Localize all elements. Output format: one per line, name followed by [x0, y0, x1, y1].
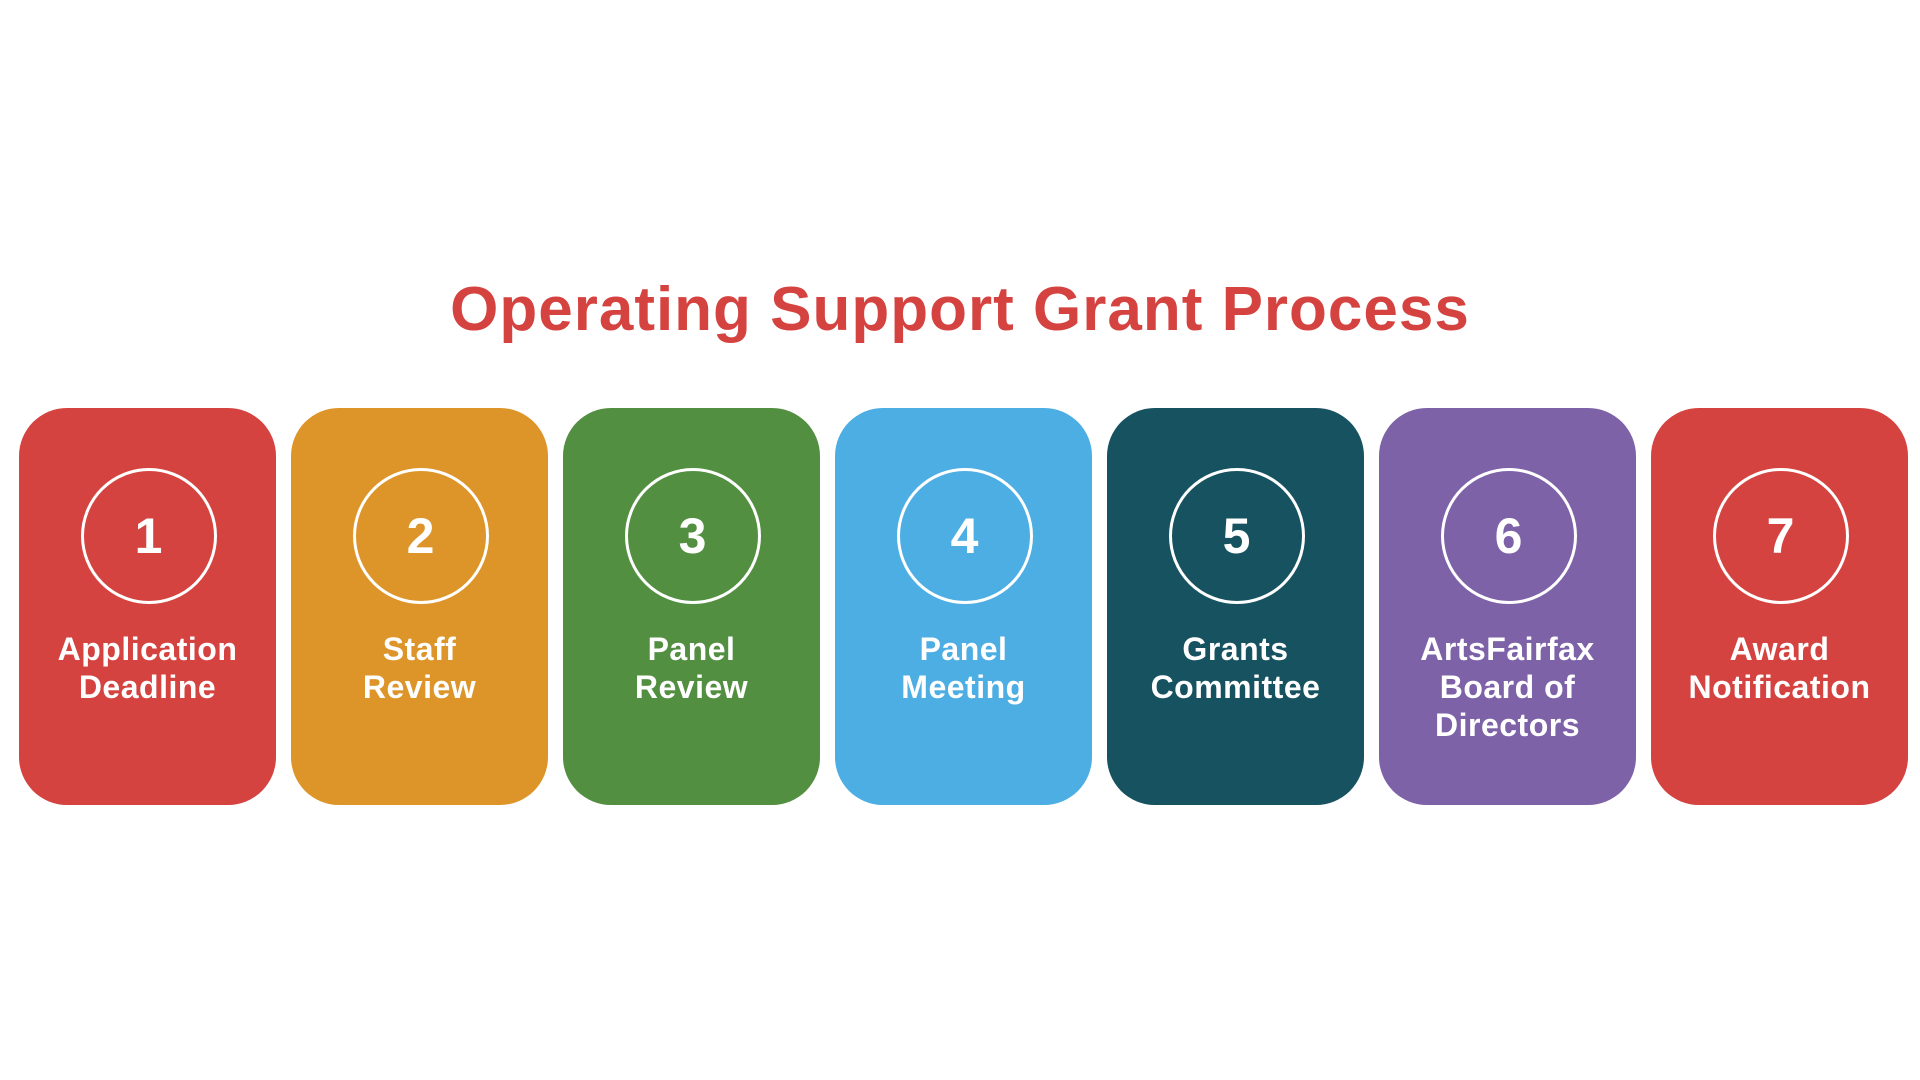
step-label-line: Grants	[1182, 631, 1289, 667]
step-label-line: Board of	[1439, 669, 1576, 705]
steps-row: 1 Application Deadline 2 Staff Review 3 …	[19, 408, 1908, 805]
step-card-1: 1 Application Deadline	[19, 408, 276, 805]
step-number-circle: 1	[80, 468, 217, 604]
step-label: Panel Review	[563, 630, 820, 706]
step-label: Staff Review	[291, 630, 548, 706]
step-label-line: ArtsFairfax	[1420, 631, 1595, 667]
step-label-line: Directors	[1435, 707, 1580, 743]
step-label-line: Panel	[647, 631, 736, 667]
step-label-line: Application	[57, 631, 238, 667]
step-label: Application Deadline	[19, 630, 276, 706]
step-label: Panel Meeting	[835, 630, 1092, 706]
step-number-circle: 7	[1712, 468, 1849, 604]
step-card-4: 4 Panel Meeting	[835, 408, 1092, 805]
step-label-line: Committee	[1150, 669, 1321, 705]
step-label: Grants Committee	[1107, 630, 1364, 706]
step-label-line: Deadline	[78, 669, 217, 705]
step-card-2: 2 Staff Review	[291, 408, 548, 805]
step-label: ArtsFairfax Board of Directors	[1379, 630, 1636, 744]
step-card-3: 3 Panel Review	[563, 408, 820, 805]
step-number-circle: 5	[1168, 468, 1305, 604]
step-number-circle: 6	[1440, 468, 1577, 604]
step-label-line: Meeting	[901, 669, 1026, 705]
step-label: Award Notification	[1651, 630, 1908, 706]
step-number-circle: 4	[896, 468, 1033, 604]
step-label-line: Panel	[919, 631, 1008, 667]
step-label-line: Review	[634, 669, 749, 705]
step-card-6: 6 ArtsFairfax Board of Directors	[1379, 408, 1636, 805]
step-label-line: Review	[362, 669, 477, 705]
step-number-circle: 3	[624, 468, 761, 604]
diagram-title: Operating Support Grant Process	[450, 275, 1470, 344]
step-label-line: Award	[1729, 631, 1830, 667]
step-label-line: Staff	[382, 631, 457, 667]
step-number-circle: 2	[352, 468, 489, 604]
step-card-7: 7 Award Notification	[1651, 408, 1908, 805]
step-card-5: 5 Grants Committee	[1107, 408, 1364, 805]
step-label-line: Notification	[1688, 669, 1871, 705]
